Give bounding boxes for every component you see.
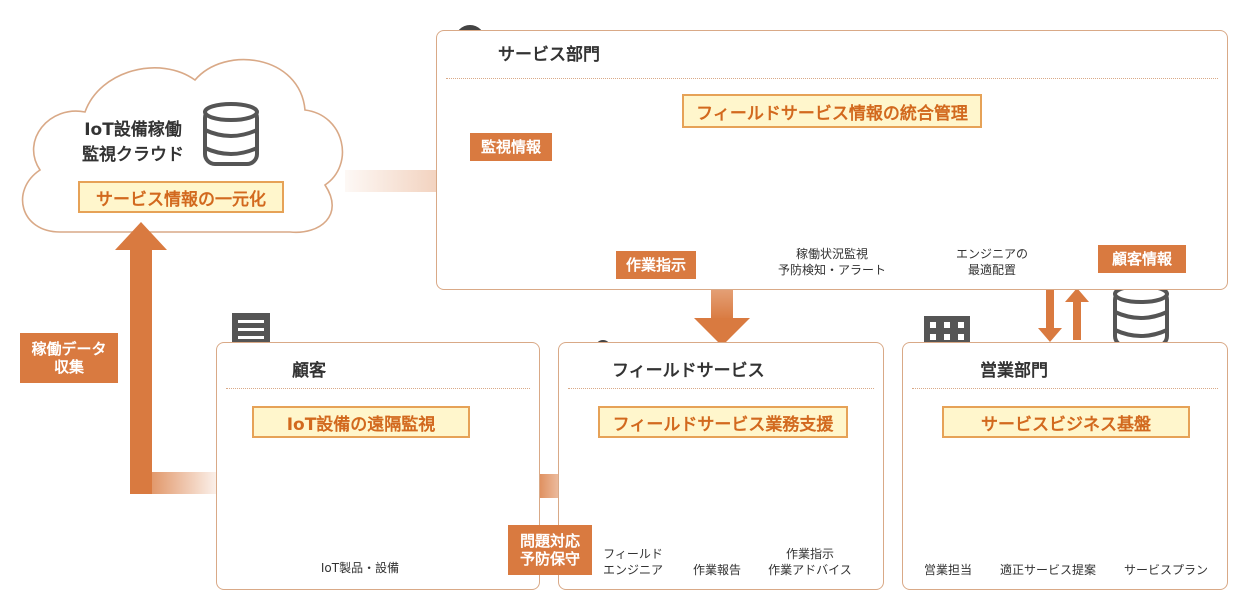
- customer-highlight: IoT設備の遠隔監視: [252, 406, 470, 438]
- field-service-divider: [568, 388, 874, 389]
- engineer-assignment-caption: エンジニアの 最適配置: [922, 246, 1062, 278]
- service-dept-title: サービス部門: [498, 45, 600, 65]
- tag-customer-info: 顧客情報: [1098, 245, 1186, 273]
- field-engineer-caption-line1: フィールド: [603, 547, 663, 561]
- cloud-highlight: サービス情報の一元化: [78, 181, 284, 213]
- service-plan-caption: サービスプラン: [1123, 563, 1208, 577]
- service-dept-highlight: フィールドサービス情報の統合管理: [682, 94, 982, 128]
- monitor-caption-line1: 稼働状況監視: [795, 247, 868, 261]
- customer-panel: [216, 342, 540, 590]
- work-instruction-caption-line1: 作業指示: [785, 547, 834, 561]
- work-instruction-caption-line2: 作業アドバイス: [768, 563, 852, 578]
- arrow-customer-info-exchange: [1038, 288, 1089, 342]
- field-service-highlight: フィールドサービス業務支援: [598, 406, 848, 438]
- arrow-operation-data: [115, 222, 222, 494]
- customer-divider: [226, 388, 530, 389]
- cloud-title-line1: IoT設備稼働: [84, 120, 182, 140]
- field-service-panel: [558, 342, 884, 590]
- tag-operation-data: 稼働データ 収集: [20, 333, 118, 383]
- cloud-title-line2: 監視クラウド: [82, 144, 184, 165]
- proposal-caption: 適正サービス提案: [999, 563, 1096, 577]
- sales-dept-highlight: サービスビジネス基盤: [942, 406, 1190, 438]
- sales-dept-panel: [902, 342, 1228, 590]
- cloud-title: IoT設備稼働 監視クラウド: [82, 118, 184, 167]
- field-engineer-caption-line2: エンジニア: [602, 563, 663, 578]
- engineer-assignment-caption-line2: 最適配置: [967, 263, 1016, 278]
- tag-problem-handling-line2: 予防保守: [519, 550, 580, 568]
- monitor-caption-line2: 予防検知・アラート: [777, 263, 886, 278]
- monitor-caption: 稼働状況監視 予防検知・アラート: [762, 246, 902, 278]
- sales-person-caption: 営業担当: [923, 563, 972, 577]
- service-dept-divider: [446, 78, 1218, 79]
- work-report-caption: 作業報告: [692, 563, 741, 577]
- customer-caption: IoT製品・設備: [320, 561, 400, 575]
- service-dept-panel: [436, 30, 1228, 290]
- tag-operation-data-line2: 収集: [53, 358, 84, 376]
- customer-title: 顧客: [292, 361, 326, 381]
- sales-database-icon: [1113, 284, 1169, 348]
- tag-work-instruction: 作業指示: [616, 251, 696, 279]
- tag-problem-handling-line1: 問題対応: [519, 532, 580, 550]
- sales-dept-title: 営業部門: [980, 361, 1048, 381]
- cloud-database-icon: [203, 102, 259, 166]
- tag-operation-data-line1: 稼働データ: [31, 340, 107, 358]
- tag-monitoring-info: 監視情報: [470, 133, 552, 161]
- tag-problem-handling: 問題対応 予防保守: [508, 525, 592, 575]
- sales-dept-divider: [912, 388, 1218, 389]
- field-engineer-caption: フィールド エンジニア: [596, 546, 670, 578]
- work-instruction-caption: 作業指示 作業アドバイス: [760, 546, 860, 578]
- engineer-assignment-caption-line1: エンジニアの: [955, 247, 1028, 261]
- field-service-title: フィールドサービス: [612, 361, 765, 381]
